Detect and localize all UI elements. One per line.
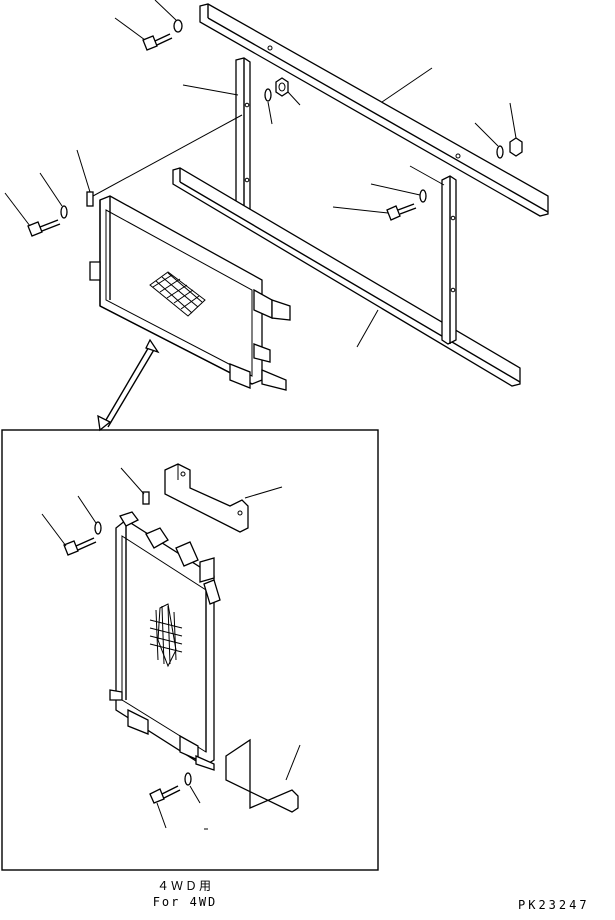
nut-icon-upper [275,77,301,106]
washer-icon-right [474,122,504,159]
inset-washer-icon [77,495,102,535]
left-bolt-icon [4,192,61,237]
lower-frame-rail-icon [172,167,521,387]
caption-japanese: ４ＷＤ用 [156,879,213,893]
mesh-pattern-icon [149,271,206,317]
inset-mesh-pattern-icon [149,603,183,668]
inset-bolt-icon [41,513,97,556]
middle-bolt-icon [332,203,417,221]
figure-code: PK23247 [518,898,590,912]
left-washer-icon [39,172,68,219]
middle-washer-icon [370,183,427,203]
clip-icon [76,149,94,207]
caption-english: For 4WD [152,895,218,909]
vertical-bracket-right-icon [409,165,457,345]
inset-clip-icon [120,467,150,505]
bottom-bracket-icon [225,738,301,813]
washer-icon-upper [264,88,273,125]
top-left-washer-icon [154,0,183,33]
top-left-bolt-icon [114,17,173,51]
vertical-bracket-left-icon [182,57,251,223]
inset-bottom-bolt-icon [149,785,181,829]
double-arrow-icon [97,338,160,432]
radiator-icon-inset [109,511,221,771]
upper-frame-rail-icon [199,3,549,217]
top-bracket-icon [164,463,283,533]
4wd-inset-panel [1,429,379,871]
radiator-icon-top [89,195,291,391]
inset-bottom-washer-icon [184,772,201,804]
nut-icon-right [509,102,523,157]
